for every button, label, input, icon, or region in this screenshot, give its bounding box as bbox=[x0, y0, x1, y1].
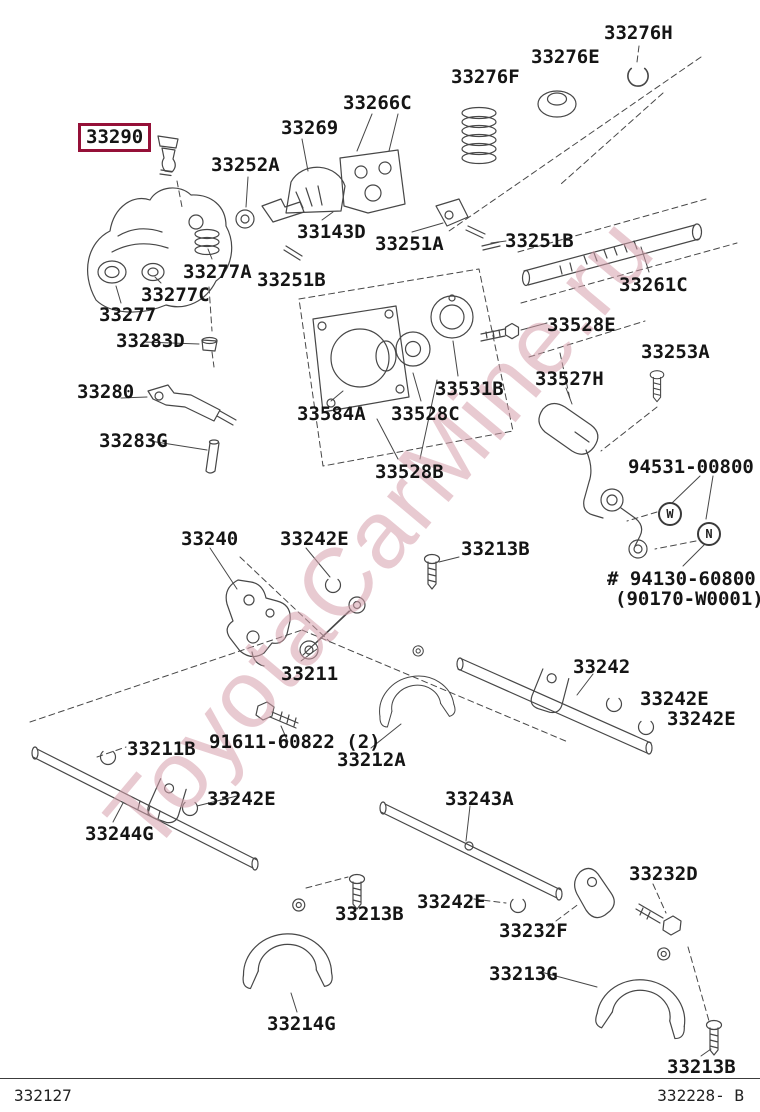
part-number-label: 33242 bbox=[573, 656, 631, 678]
part-number-label: 33242E bbox=[207, 788, 276, 810]
part-number-label: 33253A bbox=[641, 341, 710, 363]
part-number-label: 33266C bbox=[343, 92, 412, 114]
part-number-label: 33214G bbox=[267, 1013, 336, 1035]
part-number-label: 33269 bbox=[281, 117, 339, 139]
part-number-label: 33244G bbox=[85, 823, 154, 845]
part-number-label: 33283D bbox=[116, 330, 185, 352]
footer-right-code: 332228- B bbox=[657, 1086, 744, 1105]
part-number-label: 33277 bbox=[99, 304, 157, 326]
part-number-label: 33261C bbox=[619, 274, 688, 296]
part-number-label: 33213B bbox=[461, 538, 530, 560]
part-number-label: 33528B bbox=[375, 461, 444, 483]
part-number-label: 33584A bbox=[297, 403, 366, 425]
part-number-label: 33242E bbox=[417, 891, 486, 913]
part-number-label: 33242E bbox=[667, 708, 736, 730]
part-number-label: 33213B bbox=[667, 1056, 736, 1078]
part-number-label: 33211B bbox=[127, 738, 196, 760]
part-number-label-highlighted: 33290 bbox=[78, 123, 152, 152]
part-number-label: 33251B bbox=[257, 269, 326, 291]
part-number-label: (90170-W0001) bbox=[615, 588, 760, 610]
callout-w-icon: W bbox=[658, 502, 682, 526]
part-number-label: 33280 bbox=[77, 381, 135, 403]
part-number-label: # 94130-60800 bbox=[607, 568, 756, 590]
part-number-label: 33527H bbox=[535, 368, 604, 390]
part-number-label: 33243A bbox=[445, 788, 514, 810]
part-number-label: 33528E bbox=[547, 314, 616, 336]
footer-divider bbox=[0, 1078, 760, 1079]
footer-left-code: 332127 bbox=[14, 1086, 72, 1105]
part-number-label: 33531B bbox=[435, 378, 504, 400]
part-number-label: 33242E bbox=[280, 528, 349, 550]
part-number-label: 94531-00800 bbox=[628, 456, 754, 478]
part-number-label: 33232D bbox=[629, 863, 698, 885]
part-number-label: 33232F bbox=[499, 920, 568, 942]
part-number-label: 33213B bbox=[335, 903, 404, 925]
part-number-label: 33212A bbox=[337, 749, 406, 771]
part-number-label: 33277A bbox=[183, 261, 252, 283]
callout-n-icon: N bbox=[697, 522, 721, 546]
part-number-label: 33528C bbox=[391, 403, 460, 425]
part-number-label: 33251A bbox=[375, 233, 444, 255]
part-number-label: 33251B bbox=[505, 230, 574, 252]
part-number-label: 33242E bbox=[640, 688, 709, 710]
part-number-label: 33240 bbox=[181, 528, 239, 550]
part-number-label: 33276E bbox=[531, 46, 600, 68]
part-number-label: 33283G bbox=[99, 430, 168, 452]
part-number-label: 33252A bbox=[211, 154, 280, 176]
part-number-label: 33277C bbox=[141, 284, 210, 306]
part-number-label: 91611-60822 (2) bbox=[209, 731, 381, 753]
part-number-label: 33213G bbox=[489, 963, 558, 985]
part-number-label: 33211 bbox=[281, 663, 339, 685]
part-number-label: 33276F bbox=[451, 66, 520, 88]
part-number-label: 33276H bbox=[604, 22, 673, 44]
part-number-label: 33143D bbox=[297, 221, 366, 243]
